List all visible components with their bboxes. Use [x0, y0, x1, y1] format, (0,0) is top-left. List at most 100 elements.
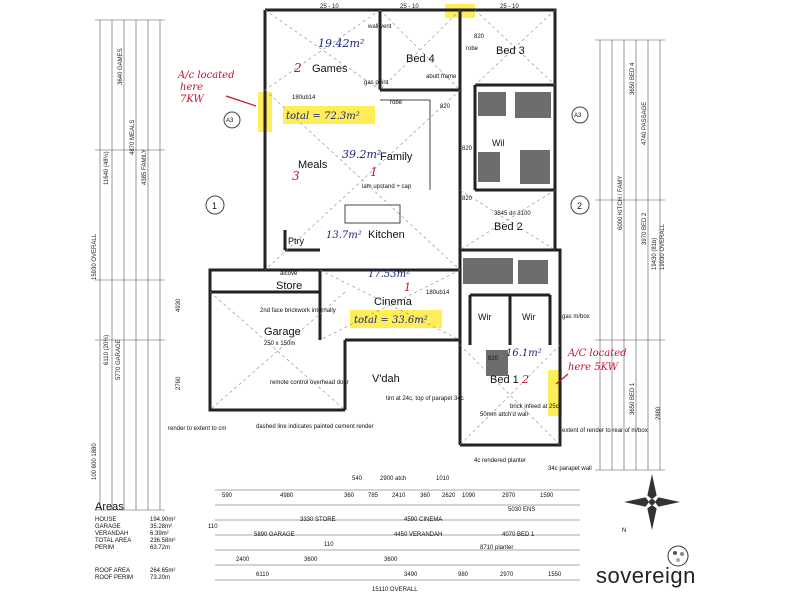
grid-marker-a3-left: A3: [226, 118, 234, 124]
note-dashed: dashed line indicates painted cement ren…: [256, 424, 374, 430]
areas-row-label-1: GARAGE: [95, 524, 121, 530]
dim-5770-garage: 5770 GARAGE: [116, 339, 122, 380]
dim-f2: 3600: [304, 557, 318, 563]
house-walls: [208, 8, 562, 447]
dim-bottom-2900: 2900 atch: [380, 476, 406, 482]
dim-g4: 2970: [500, 572, 514, 578]
dim-820-a: 820: [474, 34, 485, 40]
dim-b6: 360: [420, 493, 431, 499]
hand-family-num: 1: [370, 165, 378, 179]
plan-notes: wall vent gas point robe robe abutt fram…: [168, 4, 648, 472]
dim-g2: 3490: [404, 572, 418, 578]
grid-marker-1: 1: [212, 201, 217, 211]
compass-north: N: [622, 528, 626, 534]
areas-row-value-3: 236.58m²: [150, 538, 175, 544]
hand-area-kitchen: 13.7m²: [326, 230, 362, 241]
room-meals: Meals: [298, 159, 328, 171]
dim-bottom-1010: 1010: [436, 476, 450, 482]
room-verandah: V'dah: [372, 373, 400, 385]
dim-4740-passage: 4740 PASSAGE: [642, 102, 648, 145]
grid-marker-2: 2: [577, 201, 582, 211]
dim-b8: 1090: [462, 493, 476, 499]
brand-name: sovereign: [596, 563, 696, 588]
dim-b7: 2620: [442, 493, 456, 499]
hand-area-bed1: 16.1m²: [506, 348, 542, 359]
note-planter: 4c rendered planter: [474, 458, 526, 464]
roof-perim-value: 73.20m: [150, 575, 170, 581]
note-store: 2nd face brickwork internally: [260, 308, 336, 314]
dim-3845: 3845 dn 3100: [494, 211, 531, 217]
areas-row-value-2: 6.39m²: [150, 531, 169, 537]
areas-row-value-0: 194.90m²: [150, 517, 175, 523]
room-wil: Wil: [492, 138, 505, 148]
areas-table: Areas HOUSE 194.90m² GARAGE 35.28m² VERA…: [95, 501, 175, 581]
dim-2880: 2880: [656, 406, 662, 420]
room-wir-left: Wir: [478, 312, 492, 322]
hand-area-cinema: 17.53m²: [368, 269, 410, 280]
dim-top-3: 25 - 10: [500, 4, 519, 10]
dim-19430: 19430 (81b): [652, 238, 658, 270]
handwritten-annotations: 19.42m² 2 total = 72.3m² 39.2m² 3 1 13.7…: [177, 37, 627, 386]
areas-title: Areas: [95, 501, 124, 513]
dim-820-d: 820: [462, 196, 473, 202]
hand-area-games: 19.42m²: [318, 37, 364, 50]
hand-meals-num: 3: [292, 169, 300, 183]
dim-820-c: 820: [462, 146, 473, 152]
dim-820-e: 820: [488, 356, 499, 362]
hand-ac-right-1: A/C located: [567, 348, 627, 359]
dim-g3: 980: [458, 572, 469, 578]
room-bed2: Bed 2: [494, 221, 523, 233]
note-brick: brick infeed at 25c: [510, 404, 559, 410]
note-abutt: abutt frame: [426, 74, 457, 80]
brand-logo: sovereign: [596, 545, 696, 588]
room-kitchen: Kitchen: [368, 229, 405, 241]
note-gas-point: gas point: [364, 80, 389, 86]
dim-4930: 4930: [176, 298, 182, 312]
roof-area-value: 264.65m²: [150, 568, 175, 574]
note-parapet: 34c parapet wall: [548, 466, 592, 472]
dim-b3: 360: [344, 493, 355, 499]
dim-g5: 1550: [548, 572, 562, 578]
dim-2760: 2760: [176, 376, 182, 390]
note-lam: lam upstand + cap: [362, 184, 412, 190]
dim-110-b: 110: [324, 542, 334, 548]
hand-ac-right-2: here 5KW: [568, 362, 619, 373]
note-robe: robe: [390, 100, 403, 106]
roof-perim-label: ROOF PERIM: [95, 575, 133, 581]
dim-c1: 3330 STORE: [300, 517, 336, 523]
hand-total-bottom: total = 33.6m²: [354, 315, 428, 326]
hand-ac-left-1: A/c located: [177, 70, 235, 81]
dim-b1: 590: [222, 493, 233, 499]
dim-d3: 4070 BED 1: [502, 532, 535, 538]
note-beam-top: 180ub14: [292, 95, 316, 101]
dim-d1: 5890 GARAGE: [254, 532, 295, 538]
note-extent: extent of render to rear of m/box: [562, 428, 648, 434]
dim-b2: 4980: [280, 493, 294, 499]
dim-3650-bed4: 3650 BED 4: [630, 62, 636, 95]
note-remote: remote control overhead door: [270, 380, 349, 386]
dim-3640-games: 3640 GAMES: [118, 48, 124, 85]
room-bed1: Bed 1: [490, 374, 519, 386]
room-diagonals: [209, 9, 561, 446]
grid-markers: 1 2 A3 A3: [205, 106, 590, 215]
dim-100-600-1880: 100 600 1880: [92, 443, 98, 480]
dim-d2: 4450 VERANDAH: [394, 532, 442, 538]
dim-e1: 8710 planter: [480, 545, 513, 551]
compass: N: [622, 474, 680, 534]
dim-19930-overall: 19930 OVERALL: [660, 223, 666, 270]
dim-b10: 1590: [540, 493, 554, 499]
areas-row-value-1: 35.28m²: [150, 524, 172, 530]
note-wall-vent: wall vent: [367, 24, 392, 30]
note-robe-2: robe: [466, 46, 479, 52]
dim-f1: 2400: [236, 557, 250, 563]
dim-4870-meals: 4870 MEALS: [130, 120, 136, 155]
room-wir-right: Wir: [522, 312, 536, 322]
dim-c2: 4590 CINEMA: [404, 517, 442, 523]
areas-row-value-4: 63.72m: [150, 545, 170, 551]
room-bed4: Bed 4: [406, 53, 435, 65]
dim-11640: 11640 (48½): [103, 151, 110, 185]
room-garage: Garage: [264, 326, 301, 338]
dim-g1: 6110: [256, 572, 270, 578]
room-store: Store: [276, 280, 302, 292]
roof-area-label: ROOF AREA: [95, 568, 130, 574]
